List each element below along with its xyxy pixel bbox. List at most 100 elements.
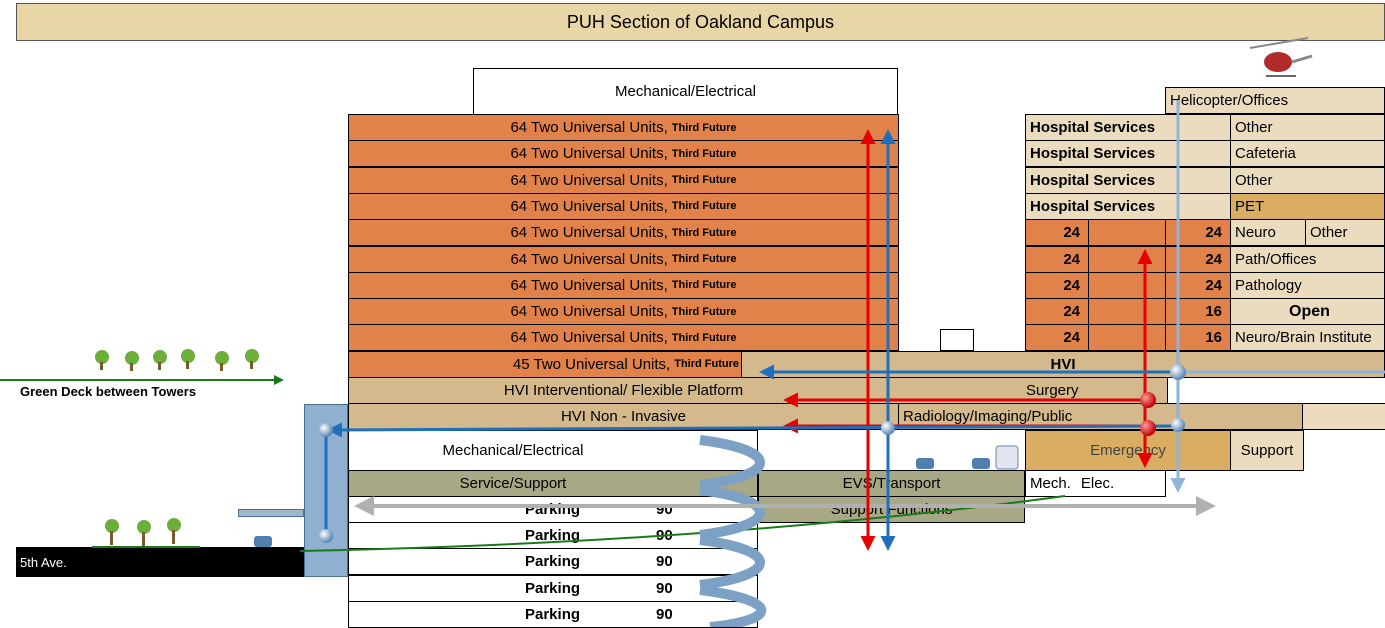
bed-count-left: 24 xyxy=(1025,271,1089,299)
unit-floor: 64 Two Universal Units,Third Future xyxy=(348,271,899,299)
right-room-label: Open xyxy=(1289,302,1330,320)
bed-count-left: 24 xyxy=(1025,324,1089,352)
small-box xyxy=(940,329,974,351)
support-floor: Support xyxy=(1230,430,1304,471)
unit-floor: 64 Two Universal Units,Third Future xyxy=(348,166,899,194)
parking-label: Parking xyxy=(525,579,581,597)
right-room: Other xyxy=(1230,114,1385,141)
bed-count-right: 24 xyxy=(1165,245,1231,273)
hospital-services-floor-label: Hospital Services xyxy=(1030,197,1156,215)
unit-floor-suffix: Third Future xyxy=(671,279,737,292)
right-room-label: PET xyxy=(1235,197,1265,215)
unit-floor: 64 Two Universal Units,Third Future xyxy=(348,114,899,141)
unit-floor: 64 Two Universal Units,Third Future xyxy=(348,219,899,247)
parking-count: 90 xyxy=(656,553,673,571)
lower-mechanical-label: Mechanical/Electrical xyxy=(442,442,584,459)
tower-top-mechanical-label: Mechanical/Electrical xyxy=(615,83,756,100)
bed-count-left-label: 24 xyxy=(1063,224,1080,242)
right-room-label: Neuro/Brain Institute xyxy=(1235,329,1372,347)
parking-level: Parking 90 xyxy=(348,548,758,576)
unit-floor-suffix: Third Future xyxy=(671,200,737,213)
unit-floor-label: 64 Two Universal Units, xyxy=(510,276,668,294)
bed-count-left-label: 24 xyxy=(1063,250,1080,268)
unit-floor-label: 64 Two Universal Units, xyxy=(510,303,668,321)
unit-floor-label: 64 Two Universal Units, xyxy=(510,197,668,215)
bed-count-left: 24 xyxy=(1025,219,1089,247)
support-label: Support xyxy=(1240,442,1294,459)
parking-label: Parking xyxy=(525,527,581,545)
unit-floor-label: 45 Two Universal Units, xyxy=(512,355,671,373)
elec-label: Elec. xyxy=(1080,475,1115,492)
right-room-label: Other xyxy=(1235,119,1273,136)
unit-floor-suffix: Third Future xyxy=(671,174,737,187)
bed-count-left-label: 24 xyxy=(1063,303,1080,321)
hvi-interventional-floor: HVI Interventional/ Flexible Platform xyxy=(348,377,899,404)
unit-floor-suffix: Third Future xyxy=(671,305,737,318)
unit-floor: 64 Two Universal Units,Third Future xyxy=(348,298,899,326)
bed-count-right: 24 xyxy=(1165,271,1231,299)
hospital-services-floor-label: Hospital Services xyxy=(1030,171,1156,189)
right-room-label: Path/Offices xyxy=(1235,250,1317,268)
radiology-extension xyxy=(1303,403,1385,430)
bed-count-right-label: 16 xyxy=(1205,329,1222,347)
right-room-label: Pathology xyxy=(1235,276,1302,294)
blue-horizontal-arrow xyxy=(327,422,1179,438)
bed-count-right: 24 xyxy=(1165,219,1231,247)
bed-core xyxy=(1088,324,1166,352)
bed-core xyxy=(1088,298,1166,326)
parking-label: Parking xyxy=(525,553,581,571)
service-support-floor: Service/Support xyxy=(348,470,758,497)
parking-level: Parking 90 xyxy=(348,574,758,602)
radiology-label: Radiology/Imaging/Public xyxy=(903,408,1073,425)
unit-floor-label: 64 Two Universal Units, xyxy=(510,329,668,347)
right-room-label: Cafeteria xyxy=(1235,145,1296,163)
unit-floor-label: 64 Two Universal Units, xyxy=(510,250,668,268)
unit-floor-suffix: Third Future xyxy=(671,147,737,160)
bed-count-right-label: 24 xyxy=(1205,250,1222,268)
unit-floor-suffix: Third Future xyxy=(671,121,737,134)
service-support-label: Service/Support xyxy=(459,475,567,492)
hospital-services-floor: Hospital Services xyxy=(1025,166,1231,194)
hvi-label: HVI xyxy=(1050,356,1076,373)
bed-count-right: 16 xyxy=(1165,324,1231,352)
bed-count-right-label: 24 xyxy=(1205,224,1222,242)
unit-floor-label: 64 Two Universal Units, xyxy=(510,224,668,242)
trees-lower xyxy=(105,518,181,546)
hospital-services-floor: Hospital Services xyxy=(1025,192,1231,220)
right-room-label: Neuro xyxy=(1235,224,1276,242)
unit-floor-label: 64 Two Universal Units, xyxy=(510,145,668,163)
unit-floor-suffix: Third Future xyxy=(671,331,737,344)
unit-floor: 64 Two Universal Units,Third Future xyxy=(348,140,899,168)
street-label: 5th Ave. xyxy=(20,554,67,570)
helicopter-offices-label: Helicopter/Offices xyxy=(1170,92,1289,109)
unit-floor-suffix: Third Future xyxy=(671,226,737,239)
unit-floor-suffix: Third Future xyxy=(671,253,737,265)
right-room-label: Other xyxy=(1235,171,1273,189)
mech-elec-floor: Mech. Elec. xyxy=(1025,470,1166,497)
hospital-services-floor-label: Hospital Services xyxy=(1030,145,1156,163)
bed-count-right-label: 24 xyxy=(1205,276,1222,294)
mech-label: Mech. xyxy=(1030,475,1071,492)
trees-upper xyxy=(95,349,259,371)
right-room-other: Other xyxy=(1305,219,1385,247)
bed-count-right: 16 xyxy=(1165,298,1231,326)
unit-floor: 64 Two Universal Units,Third Future xyxy=(348,245,899,273)
hvi-noninvasive-label: HVI Non - Invasive xyxy=(560,408,687,425)
unit-floor-label: 64 Two Universal Units, xyxy=(510,119,668,136)
right-room-other-label: Other xyxy=(1310,224,1348,242)
unit-floor-suffix: Third Future xyxy=(674,358,739,371)
green-deck-label: Green Deck between Towers xyxy=(20,384,196,399)
unit-floor-label: 64 Two Universal Units, xyxy=(510,171,668,189)
surgery-label: Surgery xyxy=(1026,382,1079,399)
green-deck-text: Green Deck between Towers xyxy=(20,384,197,399)
junction-nodes xyxy=(319,364,1186,543)
right-room: Open xyxy=(1230,298,1385,326)
parking-count: 90 xyxy=(656,579,673,597)
bed-count-left-label: 24 xyxy=(1063,276,1080,294)
bed-count-right-label: 16 xyxy=(1205,303,1222,321)
bed-count-left-label: 24 xyxy=(1063,329,1080,347)
parking-ramp-icon xyxy=(699,435,767,627)
canopy xyxy=(238,509,304,517)
